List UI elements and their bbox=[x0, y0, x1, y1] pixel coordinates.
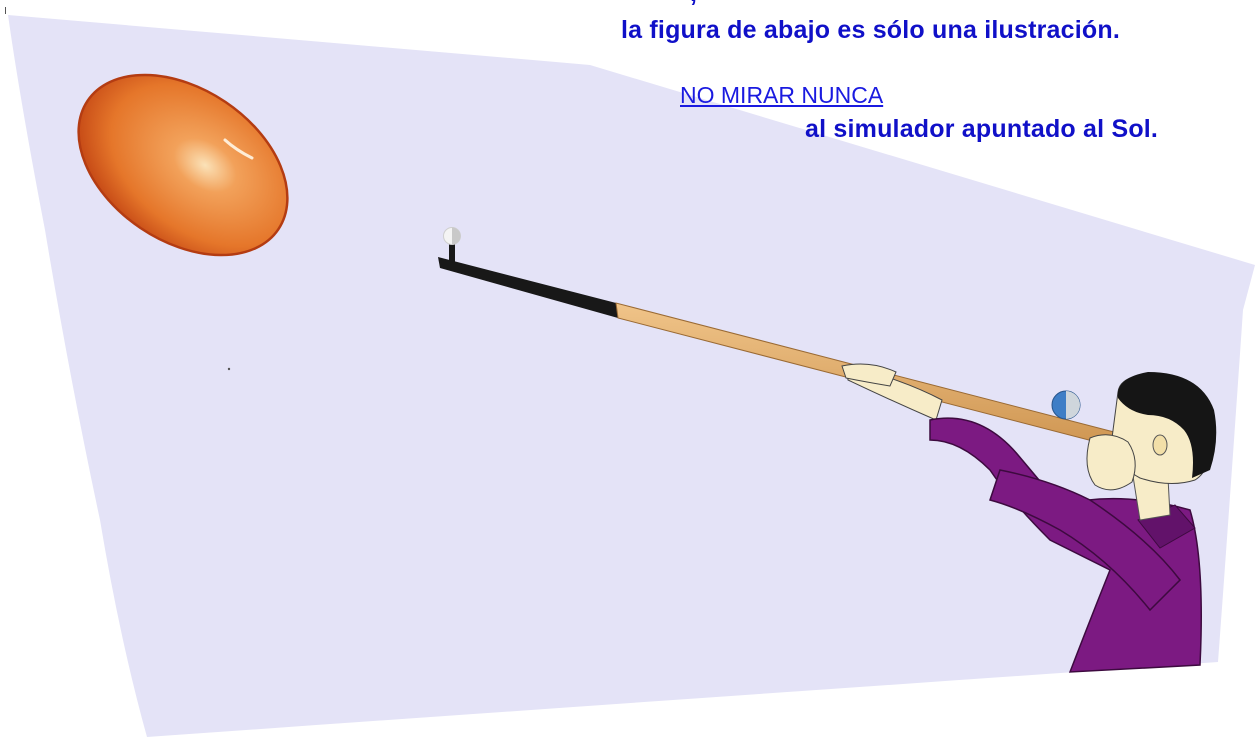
warning-link[interactable]: NO MIRAR NUNCA bbox=[680, 82, 884, 108]
caption-partial-line: , bbox=[690, 0, 697, 8]
corner-mark bbox=[5, 7, 6, 14]
sky-background bbox=[8, 15, 1255, 737]
caption-illustration-note: la figura de abajo es sólo una ilustraci… bbox=[621, 16, 1120, 44]
stick-dark-section bbox=[438, 257, 620, 318]
stick-post bbox=[449, 243, 455, 263]
sun-icon bbox=[77, 73, 289, 257]
stray-dot bbox=[227, 367, 231, 371]
earth-model-icon bbox=[1051, 390, 1081, 420]
caption-warning-continuation: al simulador apuntado al Sol. bbox=[805, 115, 1159, 143]
observer-figure bbox=[841, 363, 1217, 673]
moon-model-icon bbox=[443, 227, 461, 245]
